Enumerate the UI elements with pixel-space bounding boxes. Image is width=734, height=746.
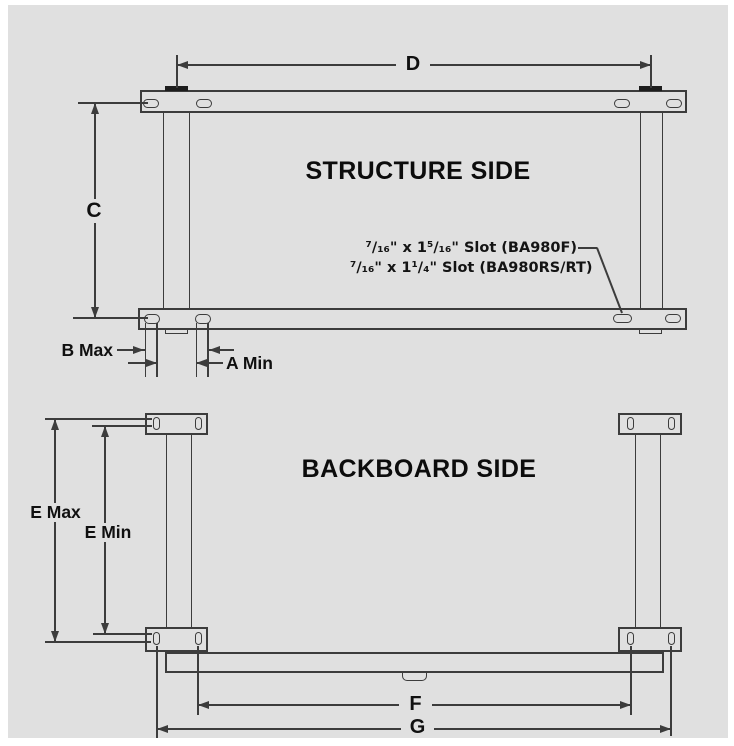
structure-top-rail <box>140 90 687 113</box>
dimension-arrow-right-icon <box>640 60 651 69</box>
structure-right-post <box>640 112 663 309</box>
plate-slot <box>195 632 202 645</box>
slot-note-line1: ⁷/₁₆" x 1⁵/₁₆" Slot (BA980F) <box>365 240 577 256</box>
bottom-rail-slot <box>665 314 681 323</box>
dim-f-extension-line <box>630 646 632 715</box>
j-bolt-stud-line <box>207 323 209 377</box>
j-bolt-head <box>195 314 211 324</box>
bottom-rail-slot <box>613 314 632 323</box>
drawing-background <box>8 5 728 738</box>
dimension-arrow-right-icon <box>660 724 671 733</box>
j-bolt-stud-line <box>156 323 158 377</box>
backboard-rail <box>165 652 664 673</box>
dim-f-extension-line <box>197 646 199 715</box>
dim-amin-label: A Min <box>226 354 290 372</box>
dim-bmax-line <box>209 349 234 351</box>
j-bolt-head <box>144 314 160 324</box>
dim-emin-extension-line <box>93 633 152 635</box>
dim-g-label: G <box>401 717 434 737</box>
dimension-arrow-up-icon <box>90 103 99 114</box>
top-rail-tab <box>165 86 188 91</box>
mount-plate-bottom-left <box>145 627 208 652</box>
structure-bottom-rail <box>138 308 687 330</box>
dim-emax-extension-line <box>45 418 152 420</box>
mount-plate-top-left <box>145 413 208 435</box>
dimension-arrow-down-icon <box>90 307 99 318</box>
dim-emin-extension-line <box>92 425 152 427</box>
dim-emax-extension-line <box>45 641 151 643</box>
plate-slot <box>153 417 160 430</box>
dimension-arrow-up-icon <box>100 426 109 437</box>
structure-left-post <box>163 112 190 309</box>
dim-f-label: F <box>399 694 432 715</box>
backboard-rail-notch <box>402 671 427 681</box>
dim-d-extension-line <box>176 55 178 88</box>
dimension-arrow-left-icon <box>198 700 209 709</box>
top-rail-slot <box>614 99 630 108</box>
dimension-arrow-up-icon <box>50 419 59 430</box>
top-rail-slot <box>196 99 212 108</box>
dim-g-extension-line <box>156 646 158 738</box>
top-rail-slot <box>666 99 682 108</box>
dim-emax-line <box>54 419 56 642</box>
dimension-arrow-right-icon <box>620 700 631 709</box>
plate-slot <box>627 417 634 430</box>
j-bolt-stud-line <box>144 323 147 377</box>
bottom-rail-tab <box>639 329 662 334</box>
backboard-side-title: BACKBOARD SIDE <box>301 455 537 483</box>
dimension-arrow-right-icon <box>133 345 144 354</box>
j-bolt-stud-line <box>195 323 198 377</box>
dim-c-extension-line <box>73 317 148 319</box>
mount-plate-bottom-right <box>618 627 682 652</box>
dimension-arrow-left-icon <box>209 345 220 354</box>
plate-slot <box>153 632 160 645</box>
slot-note-leader-dash <box>578 247 597 249</box>
dim-d-extension-line <box>650 55 652 88</box>
dimension-arrow-left-icon <box>196 358 207 367</box>
plate-slot <box>668 632 675 645</box>
top-rail-tab <box>639 86 662 91</box>
dim-g-extension-line <box>670 646 672 736</box>
dim-emax-label: E Max <box>24 503 87 522</box>
slot-note: ⁷/₁₆" x 1⁵/₁₆" Slot (BA980F) ⁷/₁₆" x 1¹/… <box>350 238 593 278</box>
plate-slot <box>627 632 634 645</box>
dim-d-label: D <box>396 53 430 75</box>
dim-amin-line <box>196 362 223 364</box>
dimension-arrow-right-icon <box>146 358 157 367</box>
backboard-right-post <box>635 434 661 628</box>
dim-c-label: C <box>76 199 112 223</box>
backboard-left-post <box>166 434 192 628</box>
dim-bmax-line <box>117 349 145 351</box>
dimension-arrow-down-icon <box>50 631 59 642</box>
structure-side-title: STRUCTURE SIDE <box>305 157 531 185</box>
dimension-arrow-left-icon <box>177 60 188 69</box>
dim-c-extension-line <box>78 102 148 104</box>
plate-slot <box>668 417 675 430</box>
dim-emin-label: E Min <box>79 523 137 542</box>
dimension-arrow-left-icon <box>157 724 168 733</box>
bottom-rail-tab <box>165 329 188 334</box>
dimension-arrow-down-icon <box>100 623 109 634</box>
slot-note-line2: ⁷/₁₆" x 1¹/₄" Slot (BA980RS/RT) <box>350 260 593 276</box>
dim-bmax-label: B Max <box>45 341 113 359</box>
dim-amin-line <box>128 362 157 364</box>
plate-slot <box>195 417 202 430</box>
mount-plate-top-right <box>618 413 682 435</box>
